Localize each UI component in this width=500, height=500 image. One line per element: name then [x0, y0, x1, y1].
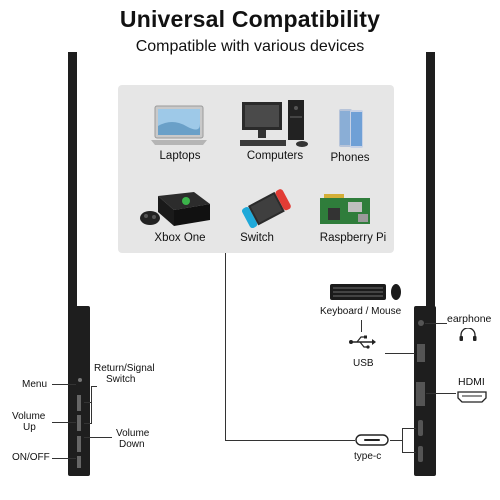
- monitor-right-edge: [426, 52, 435, 312]
- device-label-computers: Computers: [246, 150, 304, 162]
- label-volume-up-2: Up: [23, 422, 36, 433]
- leader-line-volume-down: [84, 437, 112, 438]
- device-label-raspberry-pi: Raspberry Pi: [319, 232, 387, 244]
- power-button[interactable]: [77, 456, 81, 468]
- raspberry-pi-icon: [320, 194, 370, 224]
- hdmi-port[interactable]: [416, 382, 425, 406]
- label-hdmi: HDMI: [458, 376, 485, 388]
- leader-line-typec-1: [402, 428, 416, 429]
- earphone-port[interactable]: [418, 320, 424, 326]
- phone-icon: [339, 109, 363, 148]
- connector-line-vertical: [225, 253, 226, 441]
- volume-up-button[interactable]: [77, 415, 81, 431]
- device-label-xbox: Xbox One: [154, 232, 206, 244]
- leader-line-typec-2: [402, 452, 416, 453]
- laptop-icon: [151, 105, 207, 145]
- label-volume-down-1: Volume: [116, 428, 150, 439]
- typec-port-2[interactable]: [418, 446, 423, 462]
- label-menu: Menu: [22, 379, 48, 390]
- label-volume-down-2: Down: [119, 439, 145, 450]
- label-typec: type-c: [354, 451, 382, 462]
- leader-line-earphone: [425, 323, 447, 324]
- game-console-icon: [140, 192, 210, 226]
- leader-line-onoff: [52, 458, 76, 459]
- volume-down-button[interactable]: [77, 436, 81, 452]
- monitor-left-edge: [68, 52, 77, 312]
- monitor-left-base: [68, 306, 90, 476]
- page-title: Universal Compatibility: [119, 6, 381, 32]
- leader-line-menu: [52, 384, 76, 385]
- leader-line-return: [84, 402, 92, 403]
- label-earphone: earphone: [447, 313, 492, 325]
- label-usb: USB: [353, 358, 374, 369]
- leader-line-return-vert: [91, 386, 92, 424]
- leader-line-usb: [385, 353, 415, 354]
- leader-line-hdmi: [426, 393, 456, 394]
- leader-line-return-2: [84, 423, 92, 424]
- hdmi-icon: [457, 391, 487, 403]
- usb-port[interactable]: [417, 344, 425, 362]
- leader-line-typec-join: [390, 440, 403, 441]
- label-onoff: ON/OFF: [12, 452, 50, 463]
- page-subtitle: Compatible with various devices: [135, 38, 365, 55]
- headphone-icon: [459, 328, 477, 341]
- leader-line-volume-up: [52, 422, 76, 423]
- return-signal-button[interactable]: [77, 395, 81, 411]
- label-keyboard-mouse: Keyboard / Mouse: [320, 306, 402, 317]
- desktop-computer-icon: [240, 100, 308, 147]
- device-label-switch: Switch: [240, 232, 274, 244]
- keyboard-mouse-icon: [330, 284, 401, 300]
- label-return-signal-2: Switch: [106, 374, 136, 385]
- typec-port-1[interactable]: [418, 420, 423, 436]
- indicator-light: [78, 378, 82, 382]
- leader-line-keyboard: [361, 320, 362, 332]
- handheld-console-icon: [241, 189, 291, 228]
- label-return-signal-1: Return/Signal: [94, 363, 155, 374]
- connector-line-horizontal: [225, 440, 355, 441]
- device-label-phones: Phones: [330, 152, 370, 164]
- typec-icon: [355, 434, 389, 446]
- leader-line-return-tip: [91, 386, 97, 387]
- label-volume-up-1: Volume: [12, 411, 46, 422]
- device-label-laptops: Laptops: [159, 150, 201, 162]
- usb-icon: [349, 335, 376, 349]
